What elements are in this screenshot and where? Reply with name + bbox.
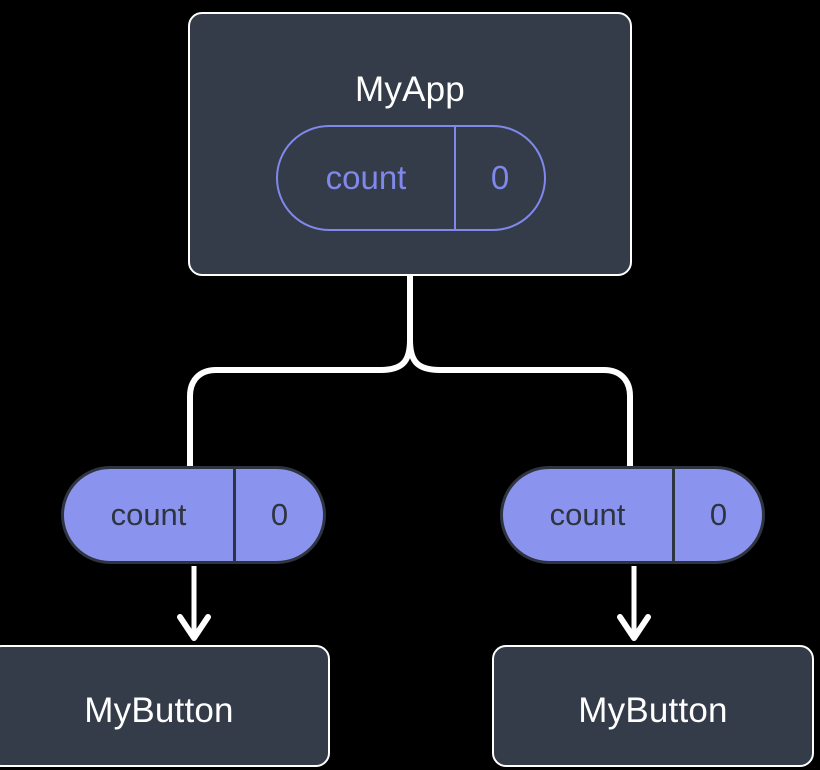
arrow-right-head	[617, 614, 651, 641]
arrow-left-head	[177, 614, 211, 641]
state-pill-value: 0	[270, 497, 289, 532]
component-node-mybutton-left[interactable]: MyButton	[0, 645, 330, 767]
state-pill-child-right[interactable]: count 0	[500, 466, 765, 564]
state-pill-key: count	[64, 469, 236, 561]
state-pill-value: 0	[490, 159, 510, 196]
component-node-mybutton-right[interactable]: MyButton	[492, 645, 814, 767]
state-pill-key: count	[503, 469, 675, 561]
component-title-myapp: MyApp	[355, 70, 465, 109]
component-title-mybutton: MyButton	[84, 691, 234, 730]
state-pill-value: 0	[709, 497, 728, 532]
state-pill-key: count	[278, 127, 456, 229]
component-node-myapp[interactable]: MyApp	[188, 12, 632, 276]
connector-root-to-children	[407, 273, 633, 483]
state-pill-myapp[interactable]: count 0	[276, 125, 546, 231]
component-title-mybutton: MyButton	[578, 691, 728, 730]
state-pill-child-left[interactable]: count 0	[61, 466, 326, 564]
connector-root-to-left-child	[187, 337, 413, 483]
